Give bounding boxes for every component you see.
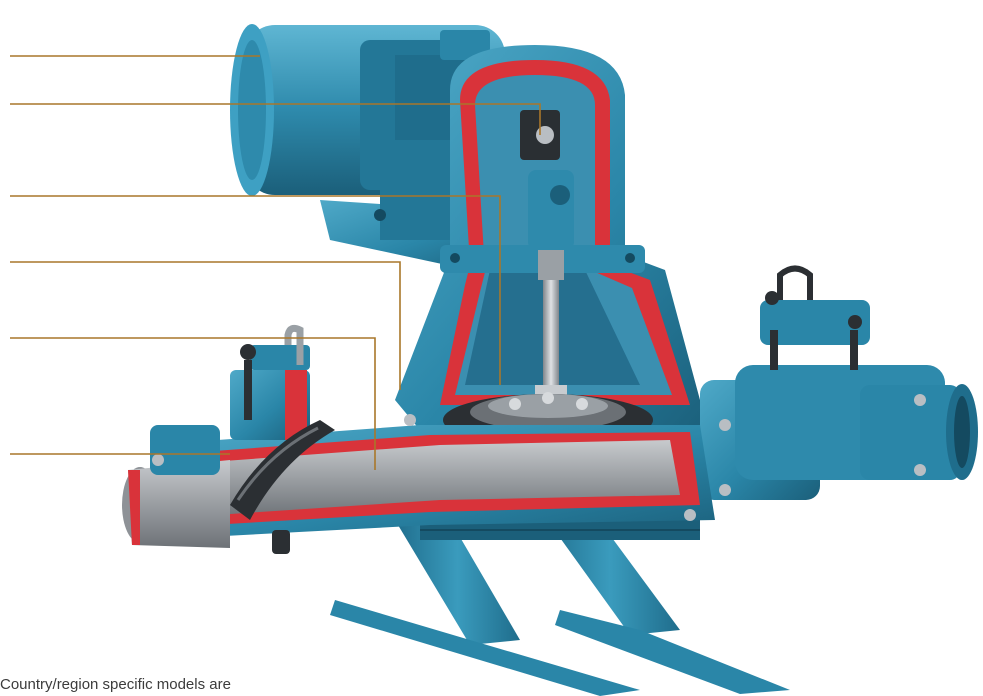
footnote-text: Country/region specific models are xyxy=(0,676,231,693)
diaphragm-callout xyxy=(10,195,501,385)
base-legs xyxy=(330,508,790,696)
suction-pipe-callout xyxy=(10,337,376,470)
discharge-valve xyxy=(700,265,978,500)
callout-lines xyxy=(10,55,541,470)
flap-valve xyxy=(230,324,335,554)
pump-housing-callout xyxy=(10,261,401,390)
connecting-rod-bearing-callout xyxy=(10,103,541,135)
